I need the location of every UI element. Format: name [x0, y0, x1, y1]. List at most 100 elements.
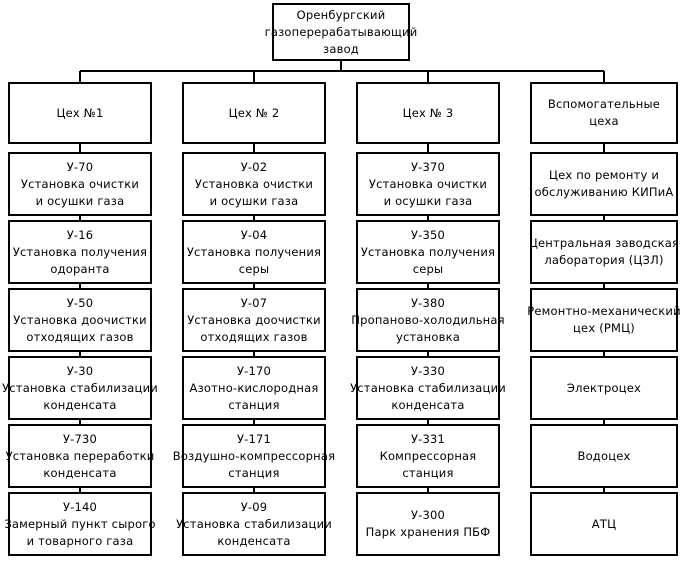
node-text-line: У-330 — [410, 363, 446, 378]
node-text-line: Компрессорная — [379, 448, 477, 463]
node-text-line: Ремонтно-механический — [527, 304, 681, 318]
node-text-line: конденсата — [43, 465, 117, 480]
column-4-item-6[interactable]: АТЦ — [530, 492, 678, 556]
connector-1-3 — [79, 352, 81, 356]
node-text-line: У-30 — [66, 363, 94, 378]
connector-4-1 — [603, 216, 605, 220]
node-text-line: У-07 — [240, 295, 268, 310]
node-text-line: У-09 — [240, 499, 268, 514]
node-text-line: Установка доочистки — [13, 312, 147, 327]
connector-2-4 — [253, 420, 255, 424]
header-drop-4 — [603, 71, 605, 82]
connector-2-1 — [253, 216, 255, 220]
node-text-line: Цех №1 — [56, 105, 104, 120]
node-text-line: У-140 — [62, 499, 98, 514]
node-text-line: и осушки газа — [35, 193, 125, 208]
connector-1-0 — [79, 144, 81, 152]
node-text-line: одоранта — [50, 261, 110, 276]
column-header-1[interactable]: Цех №1 — [8, 82, 152, 144]
node-text-line: Установка очистки — [194, 176, 314, 191]
connector-3-3 — [427, 352, 429, 356]
connector-2-2 — [253, 284, 255, 288]
node-text-line: Электроцех — [566, 380, 642, 395]
node-text-line: конденсата — [391, 397, 465, 412]
node-text-line: станция — [228, 397, 280, 412]
node-text-line: установка — [396, 329, 460, 344]
node-text-line: Замерный пункт сырого — [4, 516, 156, 531]
node-text-line: Азотно-кислородная — [189, 380, 319, 395]
node-text-line: отходящих газов — [200, 329, 308, 344]
node-text-line: У-50 — [66, 295, 94, 310]
node-text-line: У-170 — [236, 363, 272, 378]
root-stem — [340, 61, 342, 72]
connector-4-5 — [603, 488, 605, 492]
column-header-3[interactable]: Цех № 3 — [356, 82, 500, 144]
node-text-line: У-350 — [410, 227, 446, 242]
node-text-line: Установка получения — [360, 244, 496, 259]
node-text-line: и осушки газа — [383, 193, 473, 208]
node-text-line: Водоцех — [577, 448, 631, 463]
node-text-line: и осушки газа — [209, 193, 299, 208]
connector-1-5 — [79, 488, 81, 492]
connector-1-2 — [79, 284, 81, 288]
node-text-line: У-370 — [410, 159, 446, 174]
node-text-line: Центральная заводская — [528, 236, 680, 250]
node-text-line: АТЦ — [591, 516, 617, 531]
node-text-line: цех (РМЦ) — [573, 321, 635, 335]
node-text-line: Установка стабилизации — [176, 516, 332, 531]
node-text-line: У-70 — [66, 159, 94, 174]
connector-2-0 — [253, 144, 255, 152]
node-text-line: У-380 — [410, 295, 446, 310]
node-text-line: конденсата — [43, 397, 117, 412]
node-text-line: Установка стабилизации — [2, 380, 158, 395]
column-4-item-5[interactable]: Водоцех — [530, 424, 678, 488]
connector-2-3 — [253, 352, 255, 356]
node-text-line: станция — [402, 465, 454, 480]
header-drop-3 — [427, 71, 429, 82]
node-text-line: Цех № 3 — [402, 105, 454, 120]
node-text-line: Цех № 2 — [228, 105, 280, 120]
node-text-line: У-300 — [410, 508, 446, 522]
connector-3-0 — [427, 144, 429, 152]
connector-2-5 — [253, 488, 255, 492]
node-text-line: Цех по ремонту и — [548, 168, 660, 182]
node-text-line: У-171 — [236, 431, 272, 446]
node-text-line: Установка переработки — [5, 448, 155, 463]
node-text-line: У-16 — [66, 227, 94, 242]
connector-3-4 — [427, 420, 429, 424]
column-4-item-3[interactable]: Ремонтно-механический цех (РМЦ) — [527, 288, 681, 352]
column-4-item-1[interactable]: Цех по ремонту и обслуживанию КИПиА — [530, 152, 678, 216]
node-text-line: Установка получения — [12, 244, 148, 259]
column-4-item-4[interactable]: Электроцех — [530, 356, 678, 420]
node-text-line: Воздушно-компрессорная — [172, 448, 336, 463]
node-text-line: Установка очистки — [20, 176, 140, 191]
node-text-line: отходящих газов — [26, 329, 134, 344]
connector-4-4 — [603, 420, 605, 424]
column-header-2[interactable]: Цех № 2 — [182, 82, 326, 144]
node-text-line: и товарного газа — [26, 533, 134, 548]
node-text-line: обслуживанию КИПиА — [534, 185, 674, 199]
node-text-line: У-730 — [62, 431, 98, 446]
